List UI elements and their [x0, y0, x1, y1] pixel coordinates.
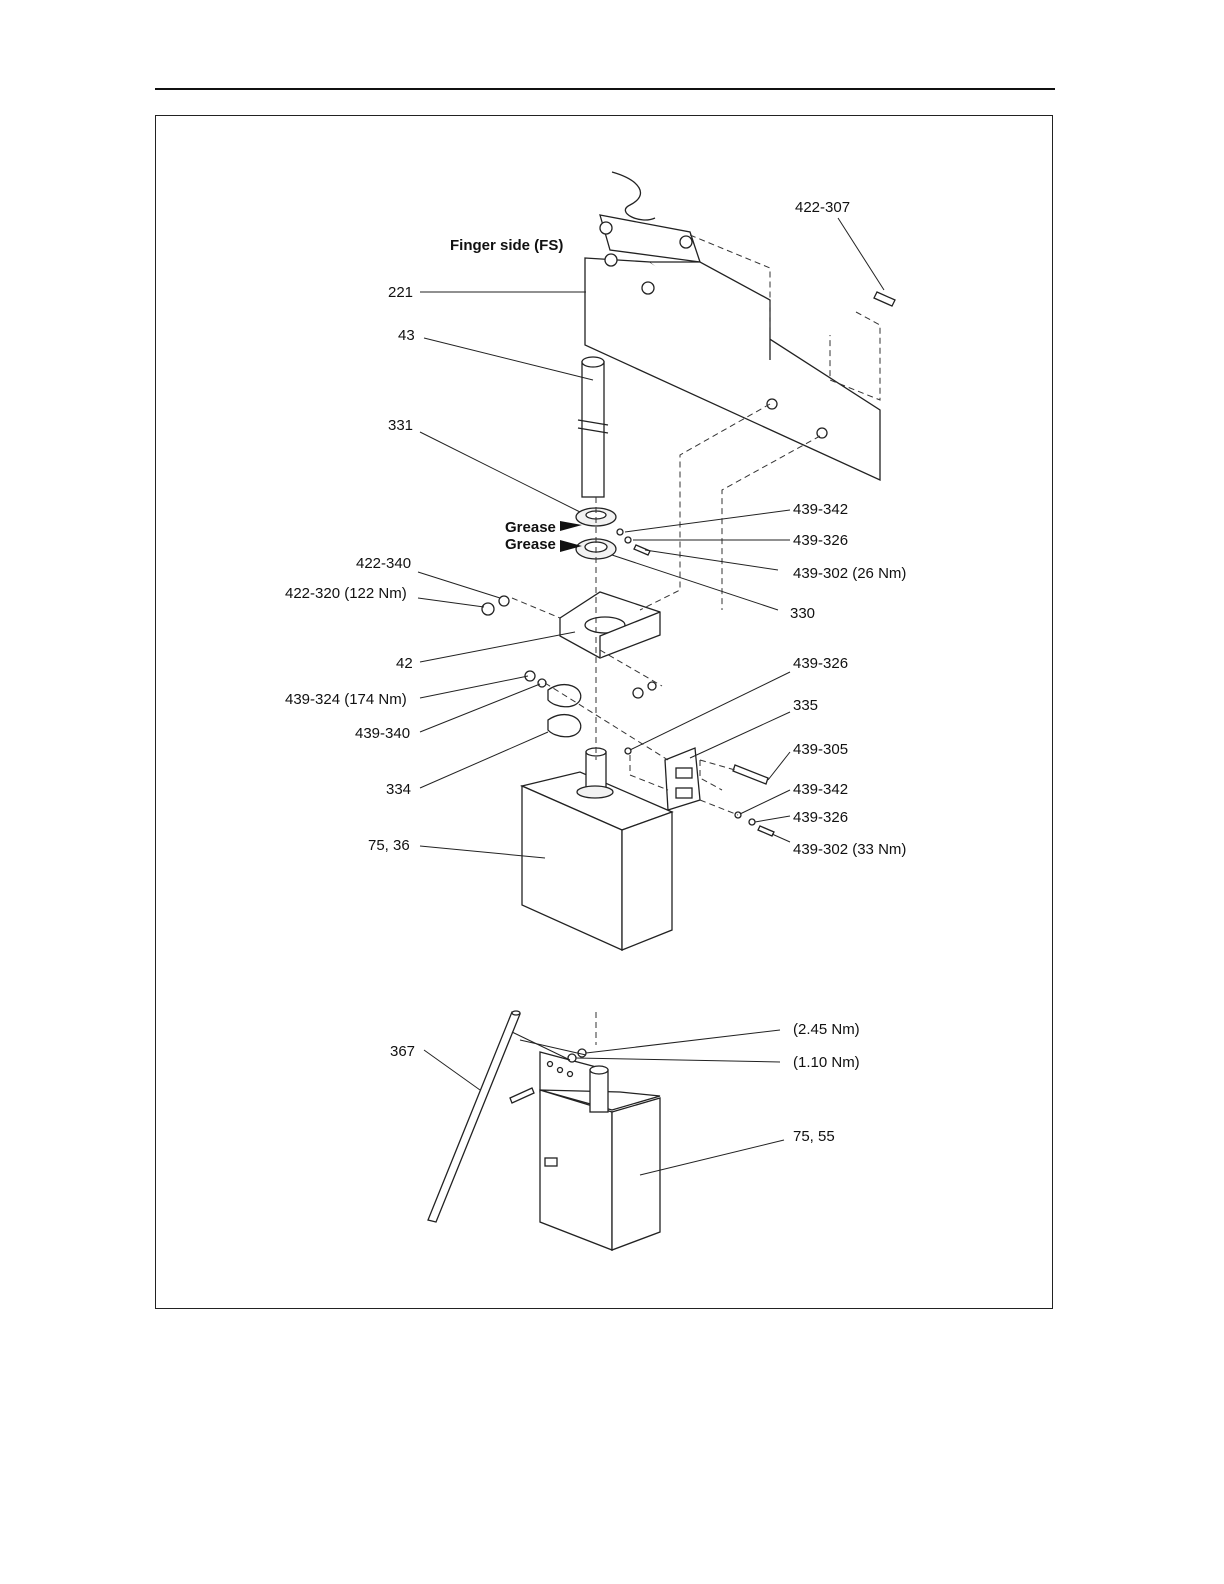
washer-right-42	[648, 682, 656, 690]
label-439-326-mid: 439-326	[793, 655, 848, 672]
washer-439-326	[625, 537, 631, 543]
label-422-320: 422-320 (122 Nm)	[285, 585, 407, 602]
label-439-326-upper: 439-326	[793, 532, 848, 549]
label-75-36: 75, 36	[368, 837, 410, 854]
washer-439-326-mid	[625, 748, 631, 754]
label-330: 330	[790, 605, 815, 622]
bracket-42	[560, 592, 660, 658]
clamp-334	[548, 685, 581, 737]
screw-439-302-lower	[758, 826, 774, 836]
label-439-324: 439-324 (174 Nm)	[285, 691, 407, 708]
label-422-340: 422-340	[356, 555, 411, 572]
nut-2-45	[568, 1054, 576, 1062]
label-439-305: 439-305	[793, 741, 848, 758]
label-367: 367	[390, 1043, 415, 1060]
clamp-335	[665, 748, 700, 810]
washer-422-340	[499, 596, 509, 606]
washer-439-326-lower	[749, 819, 755, 825]
washer-439-340	[538, 679, 546, 687]
label-42: 42	[396, 655, 413, 672]
washer-439-342	[617, 529, 623, 535]
grease-arrow-upper	[560, 521, 582, 531]
label-1-10-nm: (1.10 Nm)	[793, 1054, 860, 1071]
label-75-55: 75, 55	[793, 1128, 835, 1145]
label-334: 334	[386, 781, 411, 798]
label-grease-lower: Grease	[505, 536, 556, 553]
rod-367	[428, 1011, 520, 1222]
shaft-43	[578, 357, 608, 497]
nut-422-320	[482, 603, 494, 615]
label-grease-upper: Grease	[505, 519, 556, 536]
housing-75-55	[540, 1066, 660, 1250]
label-221: 221	[388, 284, 413, 301]
label-422-307: 422-307	[795, 199, 850, 216]
nut-right-42	[633, 688, 643, 698]
label-439-326-lower: 439-326	[793, 809, 848, 826]
label-331: 331	[388, 417, 413, 434]
label-439-340: 439-340	[355, 725, 410, 742]
bolt-rod-367	[510, 1088, 534, 1103]
label-43: 43	[398, 327, 415, 344]
label-335: 335	[793, 697, 818, 714]
bolt-422-307	[874, 292, 895, 306]
label-439-302-lower: 439-302 (33 Nm)	[793, 841, 906, 858]
figure-title: Finger side (FS)	[450, 237, 563, 254]
label-2-45-nm: (2.45 Nm)	[793, 1021, 860, 1038]
arm-beam-221	[585, 172, 880, 480]
screw-439-305	[733, 765, 768, 784]
label-439-342-lower: 439-342	[793, 781, 848, 798]
label-439-302-upper: 439-302 (26 Nm)	[793, 565, 906, 582]
label-439-342-upper: 439-342	[793, 501, 848, 518]
housing-75-36	[522, 748, 672, 950]
